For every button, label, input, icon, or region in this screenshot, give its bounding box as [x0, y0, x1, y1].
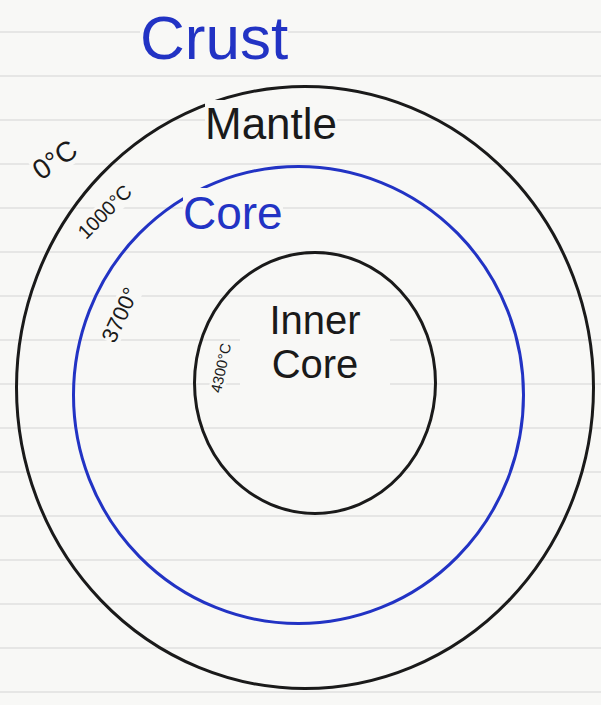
circle-line — [195, 253, 436, 514]
layer-name: Inner Core — [240, 298, 390, 386]
circle-outline — [15, 85, 595, 690]
crust-circle: Inner CoreCoreCrustMantle — [15, 85, 595, 690]
layer-heading: Crust — [140, 4, 288, 72]
layer-name: Core — [183, 188, 283, 239]
temperature-label: 0°C — [27, 134, 82, 185]
circle-line — [17, 87, 594, 689]
core-circle: Inner Core Core — [72, 165, 525, 625]
inner-core-circle: Inner Core — [193, 251, 437, 515]
circle-line — [74, 167, 524, 624]
temperature-label: 1000°C — [74, 181, 136, 243]
circle-outline — [72, 165, 525, 625]
temperature-label: 3700° — [97, 284, 142, 346]
temperature-label: 4300°C — [208, 342, 234, 394]
layer-name: Mantle — [205, 100, 337, 148]
